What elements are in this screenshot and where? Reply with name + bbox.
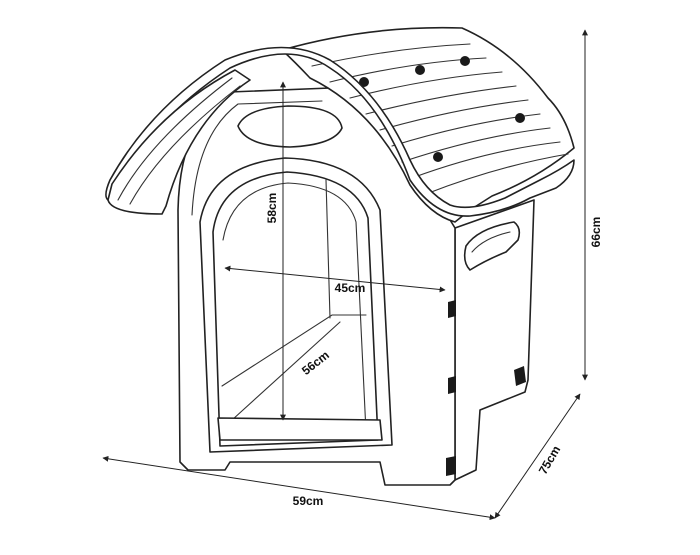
side-window (463, 221, 521, 271)
interior-floor (221, 314, 367, 387)
dimension-door-width: 45cm (224, 265, 446, 295)
front-vent (237, 105, 343, 148)
roof-ridge-arch (105, 46, 575, 217)
roof (105, 26, 575, 223)
door-opening (212, 171, 379, 447)
dimension-door-height: 58cm (265, 81, 286, 421)
dimension-width: 59cm (102, 455, 496, 521)
door-sill (217, 417, 383, 441)
width-label: 59cm (293, 494, 324, 508)
side-hole (448, 300, 456, 318)
dimension-depth: 75cm (494, 393, 581, 519)
overall-height-label: 66cm (589, 217, 603, 248)
door-height-label: 58cm (265, 193, 279, 224)
side-hole (446, 456, 456, 476)
door-width-label: 45cm (335, 281, 366, 295)
side-hole (448, 376, 456, 394)
side-hole (514, 366, 526, 386)
dimension-overall-height: 66cm (582, 29, 603, 381)
depth-label: 75cm (536, 443, 563, 477)
